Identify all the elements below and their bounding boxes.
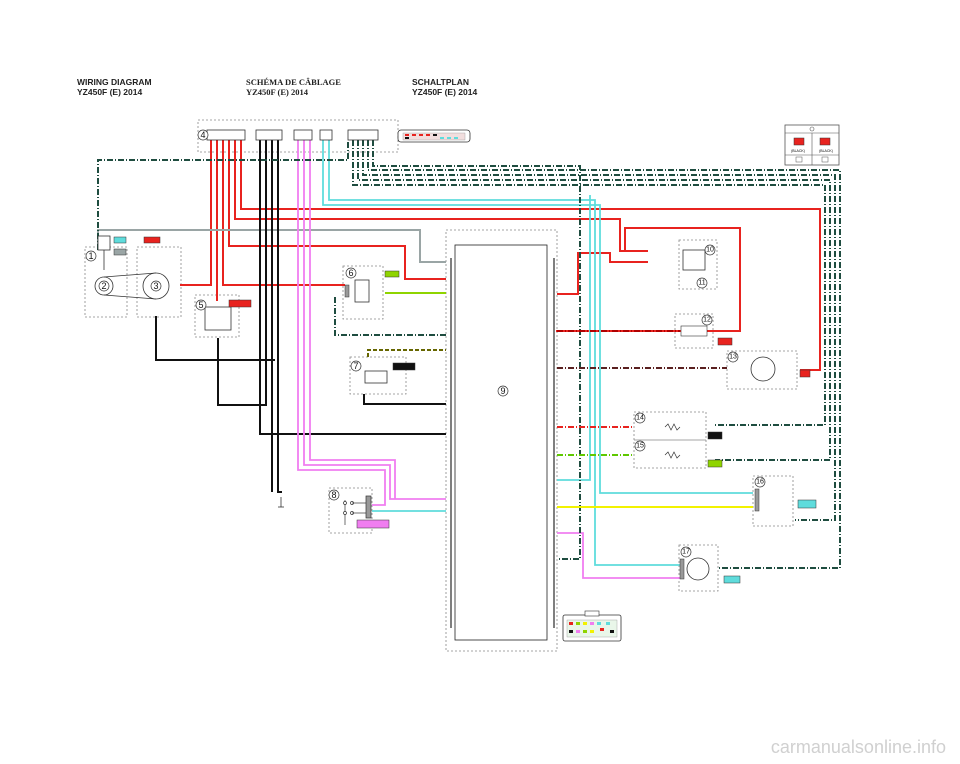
header-french-model: YZ450F (E) 2014 <box>246 87 309 97</box>
component-label-2: 2 <box>101 281 106 291</box>
legend-box: (BLACK) (BLACK) <box>784 124 840 166</box>
header-german-model: YZ450F (E) 2014 <box>412 87 478 97</box>
connector-4-blocks <box>206 129 379 141</box>
pink-wires <box>297 140 680 579</box>
coupler-icons <box>113 236 817 584</box>
outline-component-16 <box>752 475 794 527</box>
header-french: SCHÉMA DE CÂBLAGE YZ450F (E) 2014 <box>246 77 341 97</box>
black-wires <box>155 140 446 493</box>
component-6-body <box>354 279 370 303</box>
component-label-6: 6 <box>348 268 353 278</box>
ecu-connector-pictogram <box>562 610 622 642</box>
component-label-8: 8 <box>331 490 336 500</box>
component-10-body <box>682 249 706 271</box>
black-yellow-dashed-wire <box>367 349 446 357</box>
component-7-body <box>364 370 388 384</box>
component-17-body <box>686 557 710 581</box>
component-12-body <box>680 325 708 337</box>
component-14-coil <box>664 423 681 431</box>
component-number-labels <box>85 129 766 558</box>
component-label-5: 5 <box>198 300 203 310</box>
outline-ecu-9 <box>445 229 558 652</box>
component-number-text: 1 2 3 4 5 6 7 8 9 10 11 12 13 14 15 16 1… <box>88 130 764 556</box>
component-8-switch <box>343 495 372 525</box>
component-label-16: 16 <box>756 479 764 486</box>
header-english-title: WIRING DIAGRAM <box>77 77 152 87</box>
component-label-3: 3 <box>153 281 158 291</box>
top-connector-pictogram <box>397 129 471 143</box>
outline-component-6 <box>342 265 384 320</box>
component-label-10: 10 <box>706 247 714 254</box>
ecu-9-body <box>454 244 548 641</box>
component-label-14: 14 <box>636 415 644 422</box>
header-english-model: YZ450F (E) 2014 <box>77 87 143 97</box>
outline-component-15 <box>633 439 707 469</box>
component-label-7: 7 <box>353 361 358 371</box>
component-label-15: 15 <box>636 443 644 450</box>
component-label-9: 9 <box>500 386 505 396</box>
header-german-title: SCHALTPLAN <box>412 77 469 87</box>
outline-component-17 <box>678 544 719 592</box>
component-1-body <box>97 235 111 251</box>
outline-component-3 <box>136 246 182 318</box>
cyan-wires <box>322 140 753 566</box>
legend-label-left: (BLACK) <box>791 149 805 153</box>
legend-label-right: (BLACK) <box>819 149 833 153</box>
header-german: SCHALTPLAN YZ450F (E) 2014 <box>412 77 477 97</box>
dark-teal-dashed-wires <box>97 140 841 569</box>
outline-component-13 <box>726 350 798 390</box>
component-label-1: 1 <box>88 251 93 261</box>
component-label-13: 13 <box>729 354 737 361</box>
component-label-12: 12 <box>703 317 711 324</box>
outline-component-7 <box>349 356 407 395</box>
ground-icon <box>278 497 284 508</box>
component-label-11: 11 <box>698 280 705 287</box>
component-label-17: 17 <box>682 549 690 556</box>
component-15-coil <box>664 451 681 459</box>
component-label-4: 4 <box>200 130 205 140</box>
header-french-title: SCHÉMA DE CÂBLAGE <box>246 77 341 87</box>
component-5-body <box>204 306 232 331</box>
component-13-body <box>750 356 776 382</box>
outline-component-10-11 <box>678 239 718 290</box>
watermark: carmanualsonline.info <box>770 737 946 757</box>
header-english: WIRING DIAGRAM YZ450F (E) 2014 <box>77 77 152 97</box>
component-16-body <box>754 488 760 512</box>
